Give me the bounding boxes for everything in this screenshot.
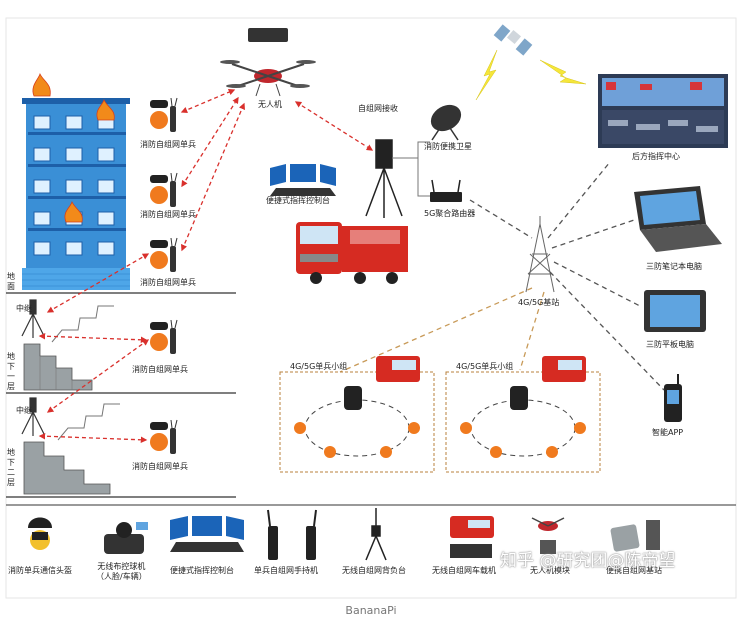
phone-icon	[664, 374, 682, 422]
lightning-icon	[475, 49, 587, 101]
ptz-camera-icon	[104, 522, 148, 554]
soldier-label: 消防自组网单兵	[140, 278, 196, 287]
satellite-dish-icon	[430, 104, 462, 141]
portable-base-icon	[610, 520, 660, 552]
handheld-radio-icon	[267, 509, 317, 560]
portable-console-label: 便捷式指挥控制台	[266, 196, 330, 205]
image-caption: BananaPi	[345, 604, 397, 617]
link-red	[38, 89, 374, 444]
equipment-label: 便捷式指挥控制台	[170, 566, 234, 575]
backpack-radio-icon	[365, 508, 387, 561]
drone-module-icon	[531, 517, 565, 554]
link-dark	[469, 161, 665, 391]
team-zone-1	[279, 356, 435, 473]
equipment-label: 无线自组网车载机	[432, 566, 496, 575]
equipment-label: 无线自组网背负台	[342, 566, 406, 575]
vehicle-radio-icon	[450, 516, 494, 558]
helmet-icon	[28, 517, 52, 550]
link-orange	[339, 287, 545, 373]
router-label: 5G聚合路由器	[424, 209, 476, 218]
equipment-label: 便携自组网基站	[606, 566, 662, 575]
command-center-icon	[598, 74, 728, 148]
underground-2-label: 地下二层	[7, 448, 15, 487]
equipment-label: 无线布控球机 （人脸/车辆）	[96, 562, 147, 581]
tablet-icon	[644, 290, 706, 332]
relay-label: 中继	[16, 304, 32, 313]
smart-app-label: 智能APP	[652, 428, 684, 437]
equipment-label: 消防单兵通信头盔	[8, 566, 72, 575]
base-station-icon	[525, 216, 555, 293]
firefighter-icon	[150, 172, 178, 207]
portable-satellite-label: 消防便携卫星	[424, 142, 472, 151]
soldier-label: 消防自组网单兵	[140, 210, 196, 219]
soldier-label: 消防自组网单兵	[140, 140, 196, 149]
adhoc-receiver-icon	[365, 139, 403, 218]
relay-label: 中继	[16, 406, 32, 415]
fire-icon	[32, 72, 115, 223]
drone-label: 无人机	[258, 100, 282, 109]
command-center-label: 后方指挥中心	[632, 152, 680, 161]
team-zone-2	[445, 356, 601, 473]
base-station-label: 4G/5G基站	[518, 298, 560, 307]
team-2-label: 4G/5G单兵小组	[456, 362, 514, 371]
building-icon	[22, 98, 130, 290]
soldier-label: 消防自组网单兵	[132, 462, 188, 471]
adhoc-receiver-label: 自组网接收	[358, 104, 398, 113]
underground-1-label: 地下一层	[7, 352, 15, 391]
relay-tripod-icon	[21, 397, 45, 436]
firefighter-icon	[150, 237, 178, 272]
equipment-label: 无人机模块	[530, 566, 570, 575]
laptop-label: 三防笔记本电脑	[646, 262, 702, 271]
firefighter-icon	[150, 97, 178, 132]
equipment-label: 单兵自组网手持机	[254, 566, 318, 575]
soldier-label: 消防自组网单兵	[132, 365, 188, 374]
satellite-icon	[493, 24, 533, 56]
tablet-label: 三防平板电脑	[646, 340, 694, 349]
ground-label: 地面	[7, 272, 15, 291]
relay-tripod-icon	[21, 299, 45, 338]
team-1-label: 4G/5G单兵小组	[290, 362, 348, 371]
router-icon	[430, 179, 462, 202]
console-icon	[270, 164, 336, 196]
firefighter-icon	[150, 319, 178, 354]
watermark: 知乎 @研究团@陈帝望	[500, 551, 676, 571]
firefighter-icon	[150, 419, 178, 454]
drone-icon	[220, 28, 316, 97]
link-gray	[392, 141, 430, 197]
fire-truck-icon	[296, 222, 408, 284]
console-bottom-icon	[170, 516, 244, 552]
laptop-icon	[634, 186, 722, 252]
